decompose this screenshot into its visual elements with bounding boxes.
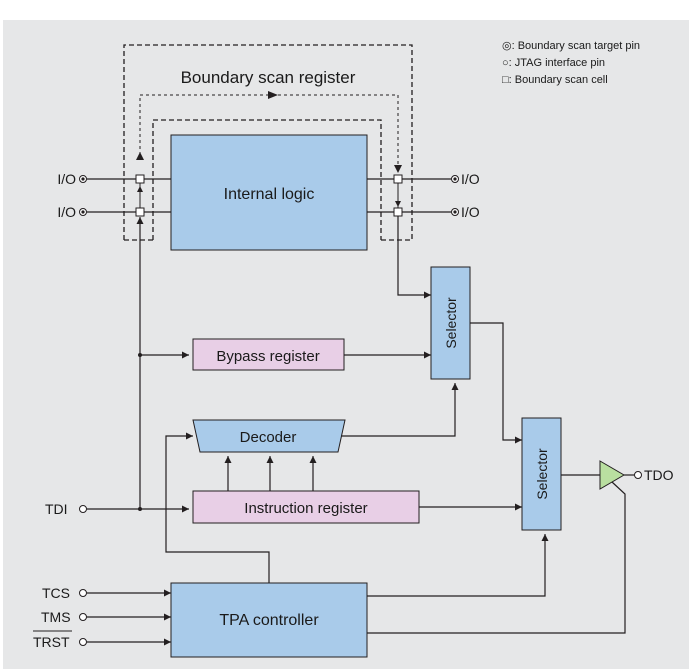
tdo-jtag-pin-icon (634, 471, 642, 479)
tdi-label: TDI (45, 501, 68, 517)
left-io-pins: I/O I/O (57, 171, 171, 220)
instruction-register-block (192, 490, 420, 524)
scan-down-arrow (394, 165, 402, 173)
internal-logic-label: Internal logic (224, 186, 315, 203)
scan-cell-left-1 (135, 174, 145, 184)
selector-2-label: Selector (534, 448, 550, 500)
legend-scan-cell: □: Boundary scan cell (502, 74, 608, 86)
io-right-1-label: I/O (461, 171, 480, 187)
decoder-block (192, 419, 346, 453)
scan-up-arrow (136, 152, 144, 160)
io-right-2-label: I/O (461, 204, 480, 220)
tdo-label: TDO (644, 467, 674, 483)
tdi-input: TDI (45, 501, 87, 517)
selector-1-label: Selector (443, 297, 459, 349)
io-left-1-target-pin-dot (81, 177, 85, 181)
tpa-controller-label: TPA controller (219, 612, 319, 629)
scan-cell-right-1 (393, 174, 403, 184)
diagram-background (3, 20, 689, 669)
boundary-scan-chain (123, 44, 413, 241)
boundary-scan-title: Boundary scan register (181, 68, 356, 87)
boundary-scan-cells (135, 174, 403, 217)
io-right-1-target-pin-dot (453, 177, 457, 181)
tms-jtag-pin-icon (79, 613, 87, 621)
tcs-jtag-pin-icon (79, 589, 87, 597)
decoder-label: Decoder (240, 429, 297, 446)
tdi-jtag-pin-icon (79, 505, 87, 513)
io-right-2-target-pin-dot (453, 210, 457, 214)
right-io-pins: I/O I/O (367, 171, 480, 220)
trst-jtag-pin-icon (79, 638, 87, 646)
tcs-label: TCS (42, 585, 70, 601)
legend-target-pin: ◎: Boundary scan target pin (502, 40, 640, 52)
scan-cell-right-2 (393, 207, 403, 217)
io-left-2-target-pin-dot (81, 210, 85, 214)
selector-2-block (521, 417, 562, 531)
scan-cell-left-2 (135, 207, 145, 217)
io-left-1-label: I/O (57, 171, 76, 187)
internal-logic-block (170, 134, 368, 251)
instruction-register-label: Instruction register (244, 500, 367, 517)
bypass-register-block (192, 338, 345, 371)
tms-label: TMS (41, 609, 71, 625)
legend: ◎: Boundary scan target pin ○: JTAG inte… (502, 40, 640, 86)
control-pins: TCS TMS TRST (33, 585, 171, 650)
tpa-controller-block (170, 582, 368, 658)
trst-label: TRST (33, 634, 70, 650)
bypass-register-label: Bypass register (216, 348, 319, 365)
scan-direction-arrow (268, 91, 278, 99)
selector-1-block (430, 266, 471, 380)
io-left-2-label: I/O (57, 204, 76, 220)
legend-jtag-pin: ○: JTAG interface pin (502, 57, 605, 69)
